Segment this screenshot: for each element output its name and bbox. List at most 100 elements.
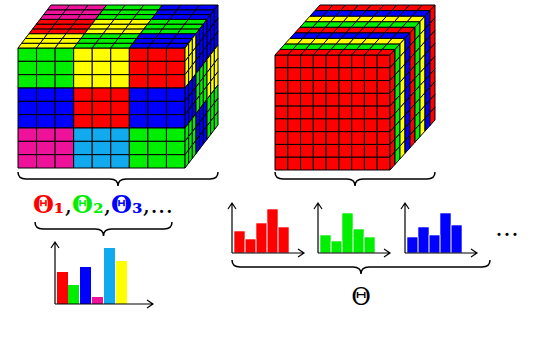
cube-cell <box>415 124 420 142</box>
cube-cell <box>377 68 390 81</box>
bar <box>418 227 429 253</box>
brace <box>275 172 435 186</box>
cube-cell <box>148 61 167 74</box>
cube-cell <box>148 141 167 154</box>
bar-outline <box>331 241 342 253</box>
bar-outline <box>440 213 451 253</box>
bar <box>451 225 462 253</box>
chart-axes <box>228 203 304 257</box>
cube-cell <box>55 48 74 61</box>
cube-cell <box>326 132 339 145</box>
cube-cell <box>313 106 326 119</box>
bar-outline <box>418 227 429 253</box>
cube-cell <box>405 135 410 153</box>
cube-cell <box>74 48 93 61</box>
cube-cell <box>352 93 365 106</box>
cube-cell <box>189 145 193 163</box>
bar-outline <box>429 235 440 253</box>
cube-cell <box>275 144 288 157</box>
cube-cell <box>55 101 74 114</box>
cube-cell <box>288 68 301 81</box>
cube-cell <box>37 48 56 61</box>
cube-cell <box>148 88 167 101</box>
parameter-label: Θ₁ <box>33 193 64 217</box>
cube-cell <box>129 48 148 61</box>
bar-outline <box>364 237 375 253</box>
cube-cell <box>92 141 111 154</box>
cube-cell <box>37 141 56 154</box>
cube-cell <box>166 61 185 74</box>
cube-cell <box>148 155 167 168</box>
cube-cell <box>18 101 37 114</box>
cube-cell <box>37 128 56 141</box>
cube-cell <box>111 88 130 101</box>
cube-cell <box>275 106 288 119</box>
cube-cell <box>55 155 74 168</box>
cube-cell <box>425 113 430 131</box>
cube-cell <box>352 106 365 119</box>
cube-cell <box>352 119 365 132</box>
cube-cell <box>129 88 148 101</box>
cube-cell <box>148 48 167 61</box>
parameter-label: , <box>64 193 72 217</box>
bar <box>57 272 68 304</box>
cube-cell <box>111 115 130 128</box>
cube-cell <box>288 119 301 132</box>
cube-cell <box>288 93 301 106</box>
bar <box>320 235 331 253</box>
cube-cell <box>211 116 215 134</box>
parameter-label: Θ₃ <box>111 193 142 217</box>
cube-cell <box>377 157 390 170</box>
cube-cell <box>326 106 339 119</box>
cube-cell <box>92 75 111 88</box>
cube-cell <box>166 155 185 168</box>
bar <box>342 213 353 253</box>
cube-cell <box>326 55 339 68</box>
cube-cell <box>37 155 56 168</box>
cube-cell <box>166 48 185 61</box>
bar-outline <box>451 225 462 253</box>
cube-cell <box>377 106 390 119</box>
cube-cell <box>395 146 400 164</box>
cube-cell <box>288 157 301 170</box>
cube-cell <box>203 126 207 144</box>
cube-cell <box>420 118 425 136</box>
cube-cell <box>364 144 377 157</box>
cube-cell <box>339 157 352 170</box>
cube-cell <box>352 55 365 68</box>
cube-cell <box>111 141 130 154</box>
cube-cell <box>37 75 56 88</box>
chart-axes <box>51 242 153 308</box>
cube-cell <box>166 75 185 88</box>
cube-cell <box>301 132 314 145</box>
cube-cell <box>377 55 390 68</box>
bar <box>331 241 342 253</box>
cube-cell <box>288 55 301 68</box>
bar-outline <box>245 239 256 253</box>
cube-cell <box>288 144 301 157</box>
cube-cell <box>390 152 395 170</box>
cube-cell <box>214 112 218 130</box>
cube-cell <box>18 88 37 101</box>
cube-cell <box>74 141 93 154</box>
cube-cell <box>377 144 390 157</box>
cube-cell <box>377 93 390 106</box>
cube-cell <box>129 75 148 88</box>
cube-cell <box>301 157 314 170</box>
cube-cell <box>166 141 185 154</box>
brace <box>35 222 172 236</box>
cube-cell <box>200 131 204 149</box>
chart-axes <box>314 203 390 257</box>
cube-cell <box>148 115 167 128</box>
cube-cell <box>377 132 390 145</box>
cube-cell <box>339 81 352 94</box>
bar <box>353 229 364 253</box>
cube-cell <box>129 61 148 74</box>
cube-cell <box>148 128 167 141</box>
cube-cell <box>92 101 111 114</box>
cube-cell <box>301 55 314 68</box>
cube-cell <box>74 155 93 168</box>
cube-cell <box>301 106 314 119</box>
chart-axes <box>401 203 477 257</box>
